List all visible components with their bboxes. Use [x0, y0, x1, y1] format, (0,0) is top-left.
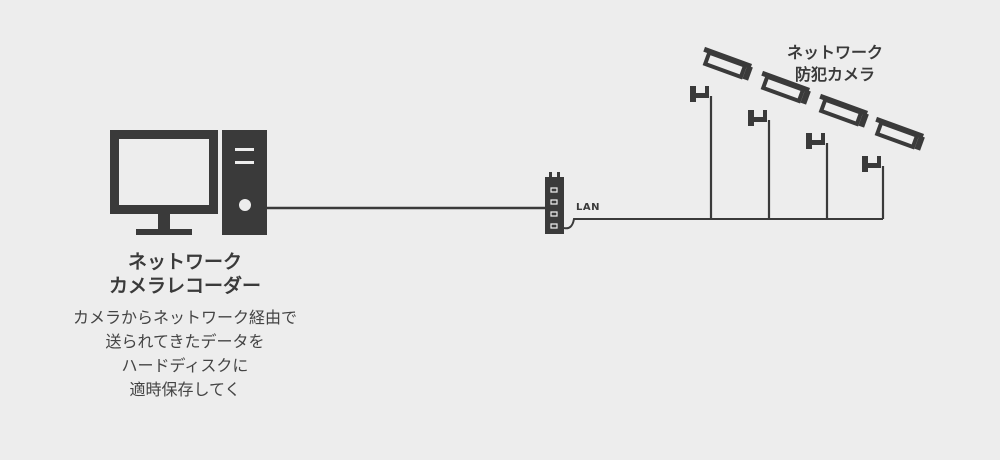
recorder-title-line: カメラレコーダー [108, 275, 261, 297]
camera-poles [709, 96, 885, 219]
recorder-description-line: カメラからネットワーク経由で [72, 308, 297, 327]
security-camera-icon [862, 116, 926, 172]
recorder-title-line: ネットワーク [127, 251, 242, 273]
desktop-pc-icon [110, 130, 267, 235]
cable-hub-to-cameras [563, 218, 883, 230]
monitor-icon [110, 130, 218, 235]
camera-title-line: 防犯カメラ [794, 65, 875, 84]
recorder-description: カメラからネットワーク経由で 送られてきたデータを ハードディスクに 適時保存し… [30, 306, 340, 402]
recorder-title: ネットワーク カメラレコーダー [75, 250, 295, 298]
recorder-description-line: 適時保存してく [129, 380, 241, 399]
lan-label: LAN [576, 202, 600, 213]
tower-case-icon [222, 130, 267, 235]
camera-title: ネットワーク 防犯カメラ [745, 42, 925, 86]
recorder-description-line: 送られてきたデータを [105, 332, 265, 351]
recorder-description-line: ハードディスクに [121, 356, 249, 375]
network-hub-icon [545, 172, 564, 234]
camera-title-line: ネットワーク [786, 43, 883, 62]
security-camera-icon [806, 93, 870, 149]
